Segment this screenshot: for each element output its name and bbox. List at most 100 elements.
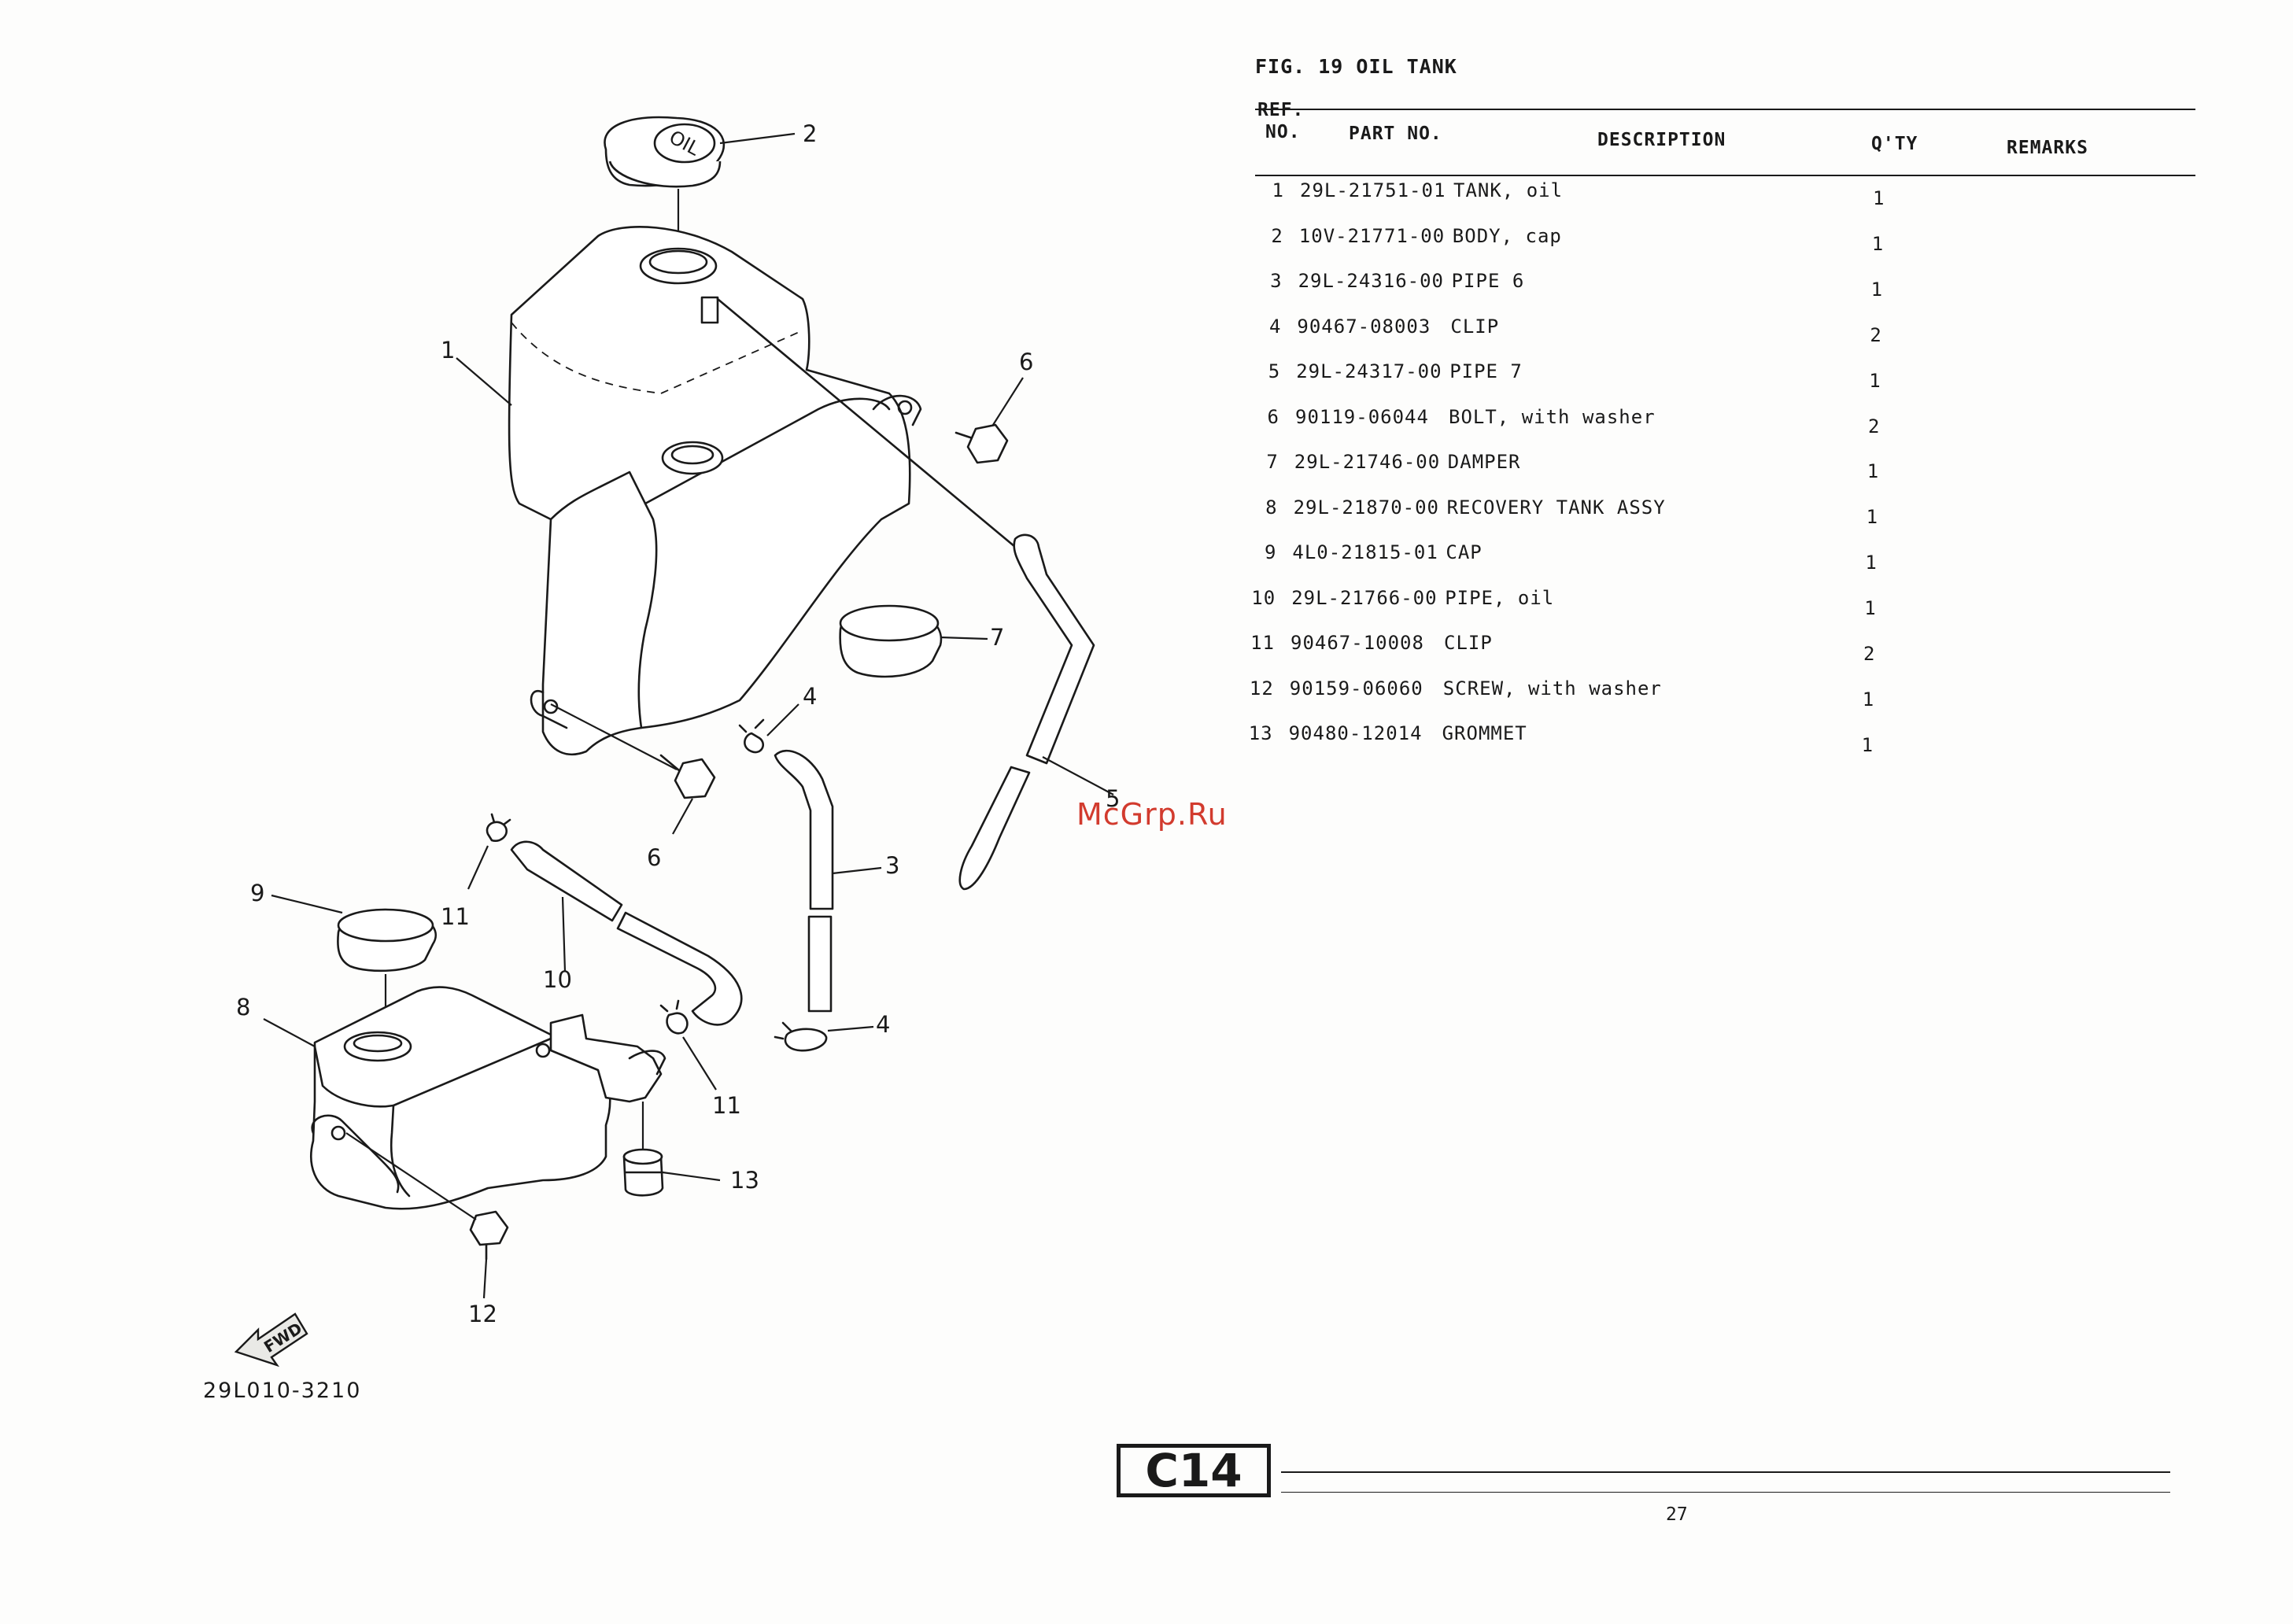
row-ref-no: 4 — [1268, 315, 1282, 338]
clip-part-upper — [738, 703, 799, 754]
recovery-tank-part — [263, 986, 666, 1210]
row-ref-no: 2 — [1271, 224, 1283, 247]
row-qty: 1 — [1862, 688, 1875, 710]
clip-part-11-upper — [467, 813, 511, 890]
row-part-no: 10V-21771-00 — [1298, 224, 1446, 247]
callout-13: 13 — [730, 1167, 759, 1194]
callout-11-lower: 11 — [712, 1092, 741, 1119]
table-top-rule — [1255, 109, 2195, 110]
callout-4-upper: 4 — [803, 683, 817, 710]
callout-5: 5 — [1106, 785, 1120, 812]
row-qty: 1 — [1869, 369, 1881, 392]
table-header-rule — [1255, 175, 2195, 176]
callout-9: 9 — [250, 880, 264, 906]
callout-6-lower: 6 — [647, 844, 661, 871]
row-qty: 1 — [1870, 278, 1884, 301]
row-description: SCREW, with washer — [1442, 677, 1662, 699]
figure-code: 29L010-3210 — [203, 1379, 362, 1403]
row-ref-no: 12 — [1249, 677, 1274, 699]
row-ref-no: 6 — [1267, 405, 1279, 428]
row-part-no: 29L-21746-00 — [1294, 451, 1441, 473]
damper-part — [839, 604, 988, 678]
row-ref-no: 7 — [1266, 451, 1279, 473]
header-part-no: PART NO. — [1349, 124, 1442, 144]
row-ref-no: 10 — [1251, 586, 1276, 609]
bolt-part-upper — [954, 377, 1024, 464]
clip-part-lower — [774, 1021, 874, 1052]
figure-title: FIG. 19 OIL TANK — [1255, 55, 1457, 78]
row-description: PIPE 7 — [1449, 360, 1523, 382]
oil-tank-part — [456, 226, 1017, 756]
header-ref-no: REF. NO. — [1257, 99, 1304, 143]
row-description: GROMMET — [1442, 722, 1527, 744]
row-ref-no: 1 — [1272, 179, 1284, 201]
row-part-no: 29L-24316-00 — [1298, 270, 1444, 292]
row-part-no: 90467-08003 — [1297, 315, 1431, 338]
row-qty: 1 — [1864, 597, 1877, 620]
row-qty: 2 — [1868, 415, 1881, 437]
callout-3: 3 — [885, 852, 899, 879]
row-description: BOLT, with washer — [1449, 405, 1656, 428]
row-description: CLIP — [1444, 632, 1493, 654]
screw-part — [345, 1132, 509, 1299]
row-qty: 1 — [1867, 460, 1880, 483]
row-description: CLIP — [1450, 315, 1500, 338]
callout-1: 1 — [441, 337, 455, 364]
section-mark: C14 — [1117, 1444, 1271, 1497]
row-ref-no: 5 — [1268, 360, 1281, 382]
row-ref-no: 8 — [1265, 496, 1278, 519]
bolt-part-lower — [550, 703, 716, 835]
header-ref-line2: NO. — [1265, 122, 1301, 142]
row-part-no: 90119-06044 — [1295, 405, 1429, 428]
row-qty: 2 — [1870, 323, 1882, 346]
row-description: CAP — [1446, 541, 1483, 563]
row-part-no: 90480-12014 — [1288, 722, 1423, 744]
oil-tank-exploded-diagram: OIL — [234, 116, 1120, 1367]
header-ref-line1: REF. — [1257, 100, 1305, 120]
callout-6-upper: 6 — [1019, 349, 1033, 375]
row-description: BODY, cap — [1452, 224, 1562, 247]
grommet-part — [622, 1102, 721, 1197]
page-number: 27 — [1666, 1504, 1688, 1525]
row-description: PIPE 6 — [1451, 270, 1525, 292]
callout-8: 8 — [236, 994, 250, 1021]
callout-12: 12 — [468, 1301, 497, 1327]
row-qty: 1 — [1866, 506, 1879, 529]
row-description: RECOVERY TANK ASSY — [1446, 496, 1666, 519]
row-qty: 1 — [1861, 733, 1874, 756]
pipe-6-part — [774, 749, 882, 1013]
row-description: DAMPER — [1447, 451, 1521, 473]
row-part-no: 29L-21870-00 — [1293, 496, 1439, 519]
fwd-arrow-icon: FWD — [234, 1312, 308, 1367]
pipe-7-part — [958, 533, 1114, 891]
header-description: DESCRIPTION — [1597, 130, 1726, 150]
row-ref-no: 9 — [1264, 541, 1277, 563]
callout-11-upper: 11 — [441, 903, 470, 930]
clip-part-11-lower — [659, 999, 717, 1091]
footer-rule-upper — [1281, 1471, 2170, 1473]
header-remarks: REMARKS — [2007, 138, 2088, 158]
row-part-no: 4L0-21815-01 — [1292, 541, 1438, 563]
row-part-no: 29L-24317-00 — [1296, 360, 1442, 382]
row-ref-no: 13 — [1248, 722, 1273, 744]
row-qty: 1 — [1871, 232, 1885, 255]
footer-rule-lower — [1281, 1492, 2170, 1493]
callout-7: 7 — [990, 624, 1004, 651]
row-ref-no: 11 — [1250, 632, 1275, 654]
callout-10: 10 — [543, 966, 572, 993]
row-description: TANK, oil — [1453, 179, 1564, 201]
callout-4-lower: 4 — [876, 1011, 890, 1038]
row-qty: 1 — [1865, 552, 1878, 574]
row-part-no: 90159-06060 — [1289, 677, 1423, 699]
pipe-oil-part — [510, 840, 743, 1026]
callout-2: 2 — [803, 120, 817, 147]
row-ref-no: 3 — [1270, 270, 1283, 292]
oil-cap-part: OIL — [604, 116, 796, 236]
row-part-no: 90467-10008 — [1291, 632, 1424, 654]
header-qty: Q'TY — [1871, 134, 1918, 154]
row-part-no: 29L-21751-01 — [1300, 179, 1446, 201]
row-qty: 1 — [1873, 187, 1885, 209]
recovery-cap-part — [271, 894, 438, 1023]
